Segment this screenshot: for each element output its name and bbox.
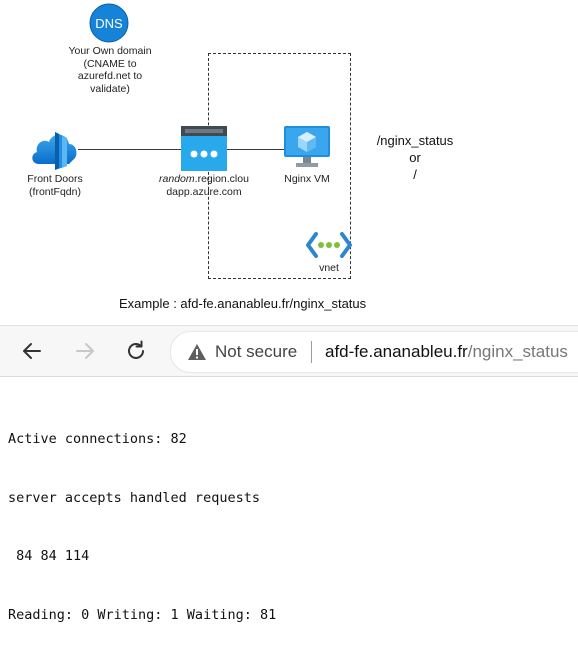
- output-line: Active connections: 82: [8, 431, 187, 447]
- random-token: random: [159, 173, 195, 185]
- front-door-caption-line: (frontFqdn): [29, 185, 81, 198]
- url-text: afd-fe.ananableu.fr/nginx_status: [325, 342, 568, 362]
- nginx-vm-caption: Nginx VM: [284, 173, 330, 185]
- reload-icon: [128, 340, 144, 359]
- address-bar[interactable]: Not secure afd-fe.ananableu.fr/nginx_sta…: [170, 331, 578, 373]
- dns-badge-text: DNS: [95, 16, 123, 31]
- path-root: /: [413, 167, 417, 182]
- region-suffix: .region.clou: [194, 173, 249, 185]
- warning-icon: [188, 344, 206, 360]
- browser-toolbar: Not secure afd-fe.ananableu.fr/nginx_sta…: [0, 325, 578, 377]
- address-divider: [311, 341, 312, 363]
- connector-frontdoor-appgateway: [78, 149, 182, 150]
- path-nginx-status: /nginx_status: [376, 133, 454, 148]
- back-arrow-icon: [23, 343, 41, 359]
- path-or: or: [409, 150, 421, 165]
- nginx-vm-icon: [284, 126, 330, 168]
- dns-caption-line: Your Own domain: [68, 45, 152, 57]
- url-host: afd-fe.ananableu.fr: [325, 342, 468, 361]
- url-path: /nginx_status: [467, 342, 568, 361]
- output-line: Reading: 0 Writing: 1 Waiting: 81: [8, 606, 277, 623]
- forward-button[interactable]: [73, 339, 97, 363]
- dns-caption-line: (CNAME to: [83, 57, 137, 70]
- nginx-status-output: Active connections: 82 server accepts ha…: [8, 391, 276, 645]
- output-line: 84 84 114: [8, 548, 90, 564]
- back-button[interactable]: [20, 339, 44, 363]
- reload-button[interactable]: [124, 339, 148, 363]
- security-status[interactable]: Not secure: [215, 342, 298, 361]
- dns-caption-line: validate): [90, 82, 130, 95]
- front-door-caption-line: Front Doors: [27, 173, 83, 185]
- dns-caption: Your Own domain (CNAME to azurefd.net to…: [40, 45, 180, 95]
- app-gateway-caption-line1: random.region.clou: [148, 173, 260, 186]
- app-gateway-icon: [181, 126, 227, 171]
- path-list: /nginx_status or /: [362, 132, 468, 183]
- front-door-icon: [29, 126, 81, 170]
- dns-icon: DNS: [89, 3, 129, 43]
- example-url-text: Example : afd-fe.ananableu.fr/nginx_stat…: [119, 296, 367, 311]
- forward-arrow-icon: [76, 343, 94, 359]
- dns-caption-line: azurefd.net to: [77, 70, 143, 82]
- output-line: server accepts handled requests: [8, 489, 260, 506]
- vnet-icon: [306, 231, 352, 259]
- app-gateway-caption: random.region.clou dapp.azure.com: [148, 173, 260, 198]
- connector-appgateway-nginx: [226, 149, 284, 150]
- vnet-caption: vnet: [319, 262, 339, 274]
- app-gateway-caption-line2: dapp.azure.com: [166, 185, 242, 198]
- front-door-caption: Front Doors (frontFqdn): [10, 173, 100, 198]
